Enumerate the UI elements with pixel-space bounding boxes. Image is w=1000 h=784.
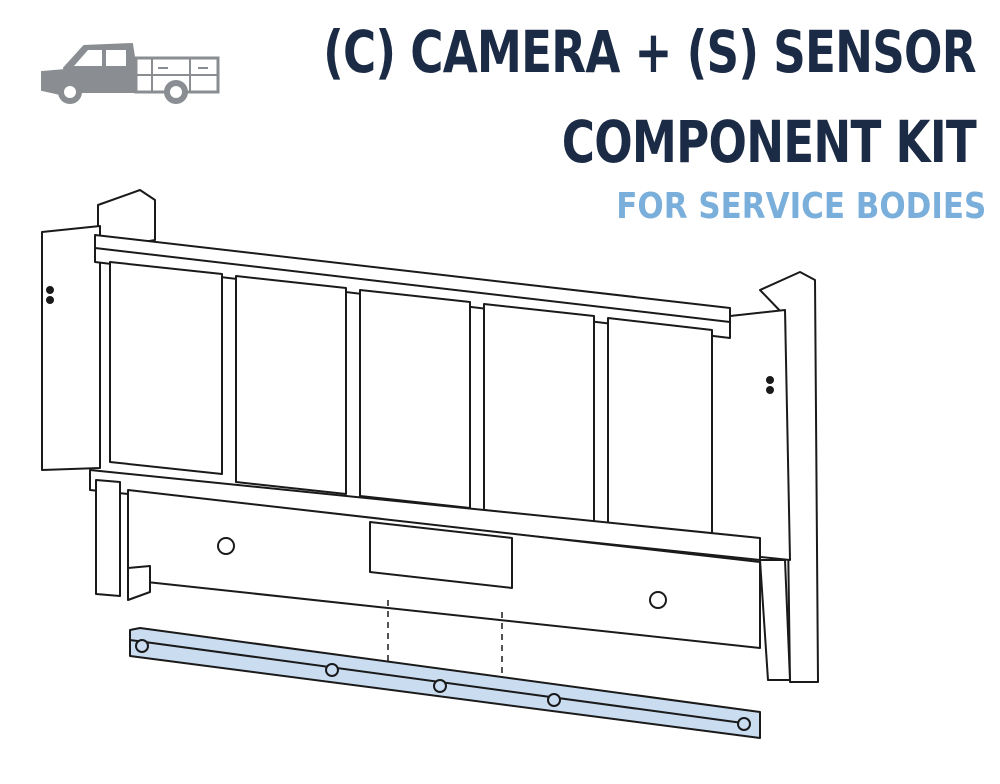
- right-bracket: [759, 559, 791, 681]
- platform-panel-4: [483, 303, 595, 523]
- rail-hole: [135, 639, 149, 653]
- rail-hole: [433, 679, 447, 693]
- subtitle: FOR SERVICE BODIES: [615, 186, 986, 227]
- platform-panel-2: [235, 275, 347, 495]
- base-cutout: [369, 521, 513, 589]
- platform-panel-5: [607, 317, 713, 537]
- right-side-panel: [711, 309, 791, 561]
- left-side-panel: [41, 225, 101, 471]
- title-line-1: (C) CAMERA + (S) SENSOR: [323, 18, 976, 86]
- platform-panel-1: [109, 261, 223, 475]
- rail-hole: [737, 717, 751, 731]
- platform-panel-3: [359, 289, 471, 509]
- truck-icon: [41, 42, 220, 104]
- left-bracket: [95, 479, 121, 597]
- rail-hole: [325, 663, 339, 677]
- rail-hole: [547, 693, 561, 707]
- title-line-2: COMPONENT KIT: [561, 108, 977, 176]
- top-rail: [94, 234, 731, 339]
